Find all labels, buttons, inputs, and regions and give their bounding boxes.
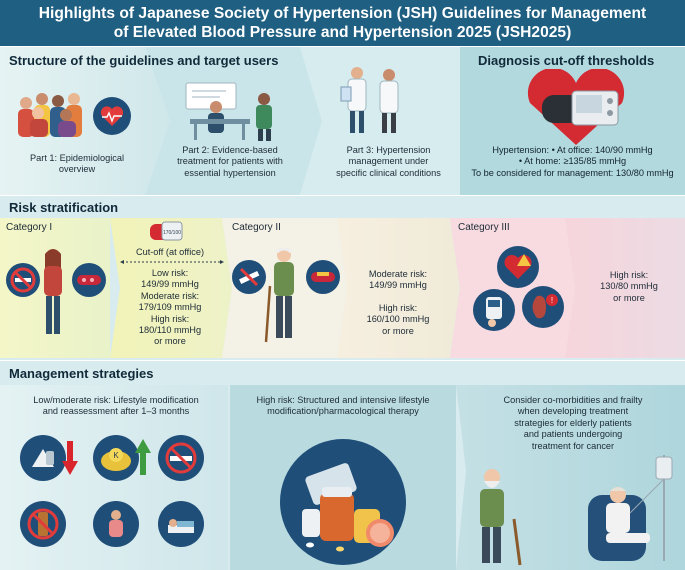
cancer-treatment-patient-icon xyxy=(588,455,673,561)
sleep-icon xyxy=(158,501,204,547)
no-smoking-management-icon xyxy=(158,435,204,481)
category-1-thresholds: Low risk: 149/99 mmHg Moderate risk: 179… xyxy=(138,268,202,347)
header-title-line1: Highlights of Japanese Society of Hypert… xyxy=(38,5,647,22)
down-arrow-icon xyxy=(62,441,78,475)
header-title-line2: of Elevated Blood Pressure and Hypertens… xyxy=(113,24,572,41)
potassium-food-icon: K xyxy=(93,435,139,481)
doctors-icon xyxy=(340,67,399,133)
salt-reduction-icon xyxy=(20,435,66,481)
risk-section: Risk stratification Category I Category … xyxy=(0,196,685,360)
management-title: Management strategies xyxy=(9,366,154,381)
category-2-label: Category II xyxy=(232,222,281,233)
intensive-therapy-text: High risk: Structured and intensive life… xyxy=(256,395,430,417)
no-alcohol-icon xyxy=(20,501,66,547)
svg-text:!: ! xyxy=(551,296,553,305)
category-3-thresholds: High risk: 130/80 mmHg or more xyxy=(600,270,658,303)
up-arrow-icon xyxy=(135,439,151,475)
doctor-consultation-icon xyxy=(185,82,272,141)
kidney-icon: ! xyxy=(522,286,564,328)
woman-figure-icon xyxy=(44,249,62,334)
category-1-label: Category I xyxy=(6,222,53,233)
risk-background xyxy=(0,196,685,360)
cigarette-icon xyxy=(232,260,266,294)
office-bp-monitor-icon: 170/100 xyxy=(150,221,183,241)
no-smoking-icon xyxy=(6,263,40,297)
page-header: Highlights of Japanese Society of Hypert… xyxy=(0,0,685,46)
diagnosis-title: Diagnosis cut-off thresholds xyxy=(478,53,655,68)
comorbidity-text: Consider co-morbidities and frailty when… xyxy=(503,395,643,451)
heart-warning-icon xyxy=(497,246,539,288)
part2-text: Part 2: Evidence-based treatment for pat… xyxy=(177,145,283,178)
elderly-patient-icon xyxy=(480,469,522,566)
risk-title: Risk stratification xyxy=(9,200,119,215)
cutoff-divider xyxy=(120,260,224,264)
management-section: Management strategies Low/moderate risk:… xyxy=(0,361,685,570)
elderly-man-icon xyxy=(264,247,294,343)
glucose-meter-icon xyxy=(473,289,515,331)
people-group-icon xyxy=(18,93,82,137)
category-2-thresholds: Moderate risk: 149/99 mmHg High risk: 16… xyxy=(366,269,430,336)
structure-title: Structure of the guidelines and target u… xyxy=(9,53,279,68)
bp-monitor-heart-icon xyxy=(527,69,625,145)
medications-icon xyxy=(280,439,406,565)
category-3-label: Category III xyxy=(458,222,510,233)
part1-text: Part 1: Epidemiological overview xyxy=(30,153,124,175)
cutoff-label: Cut-off (at office) xyxy=(135,247,205,257)
heart-rate-icon xyxy=(93,97,131,135)
part3-text: Part 3: Hypertension management under sp… xyxy=(336,145,441,178)
blood-vessel-icon xyxy=(72,263,106,297)
diagnosis-text: Hypertension: • At office: 140/90 mmHg •… xyxy=(471,145,674,178)
plaque-artery-icon xyxy=(306,260,340,294)
structure-section: Structure of the guidelines and target u… xyxy=(0,47,685,195)
potassium-k-label: K xyxy=(113,451,119,460)
bp-reading-text: 170/100 xyxy=(163,230,181,236)
lifestyle-text: Low/moderate risk: Lifestyle modificatio… xyxy=(33,395,199,417)
weight-loss-icon xyxy=(93,501,139,547)
